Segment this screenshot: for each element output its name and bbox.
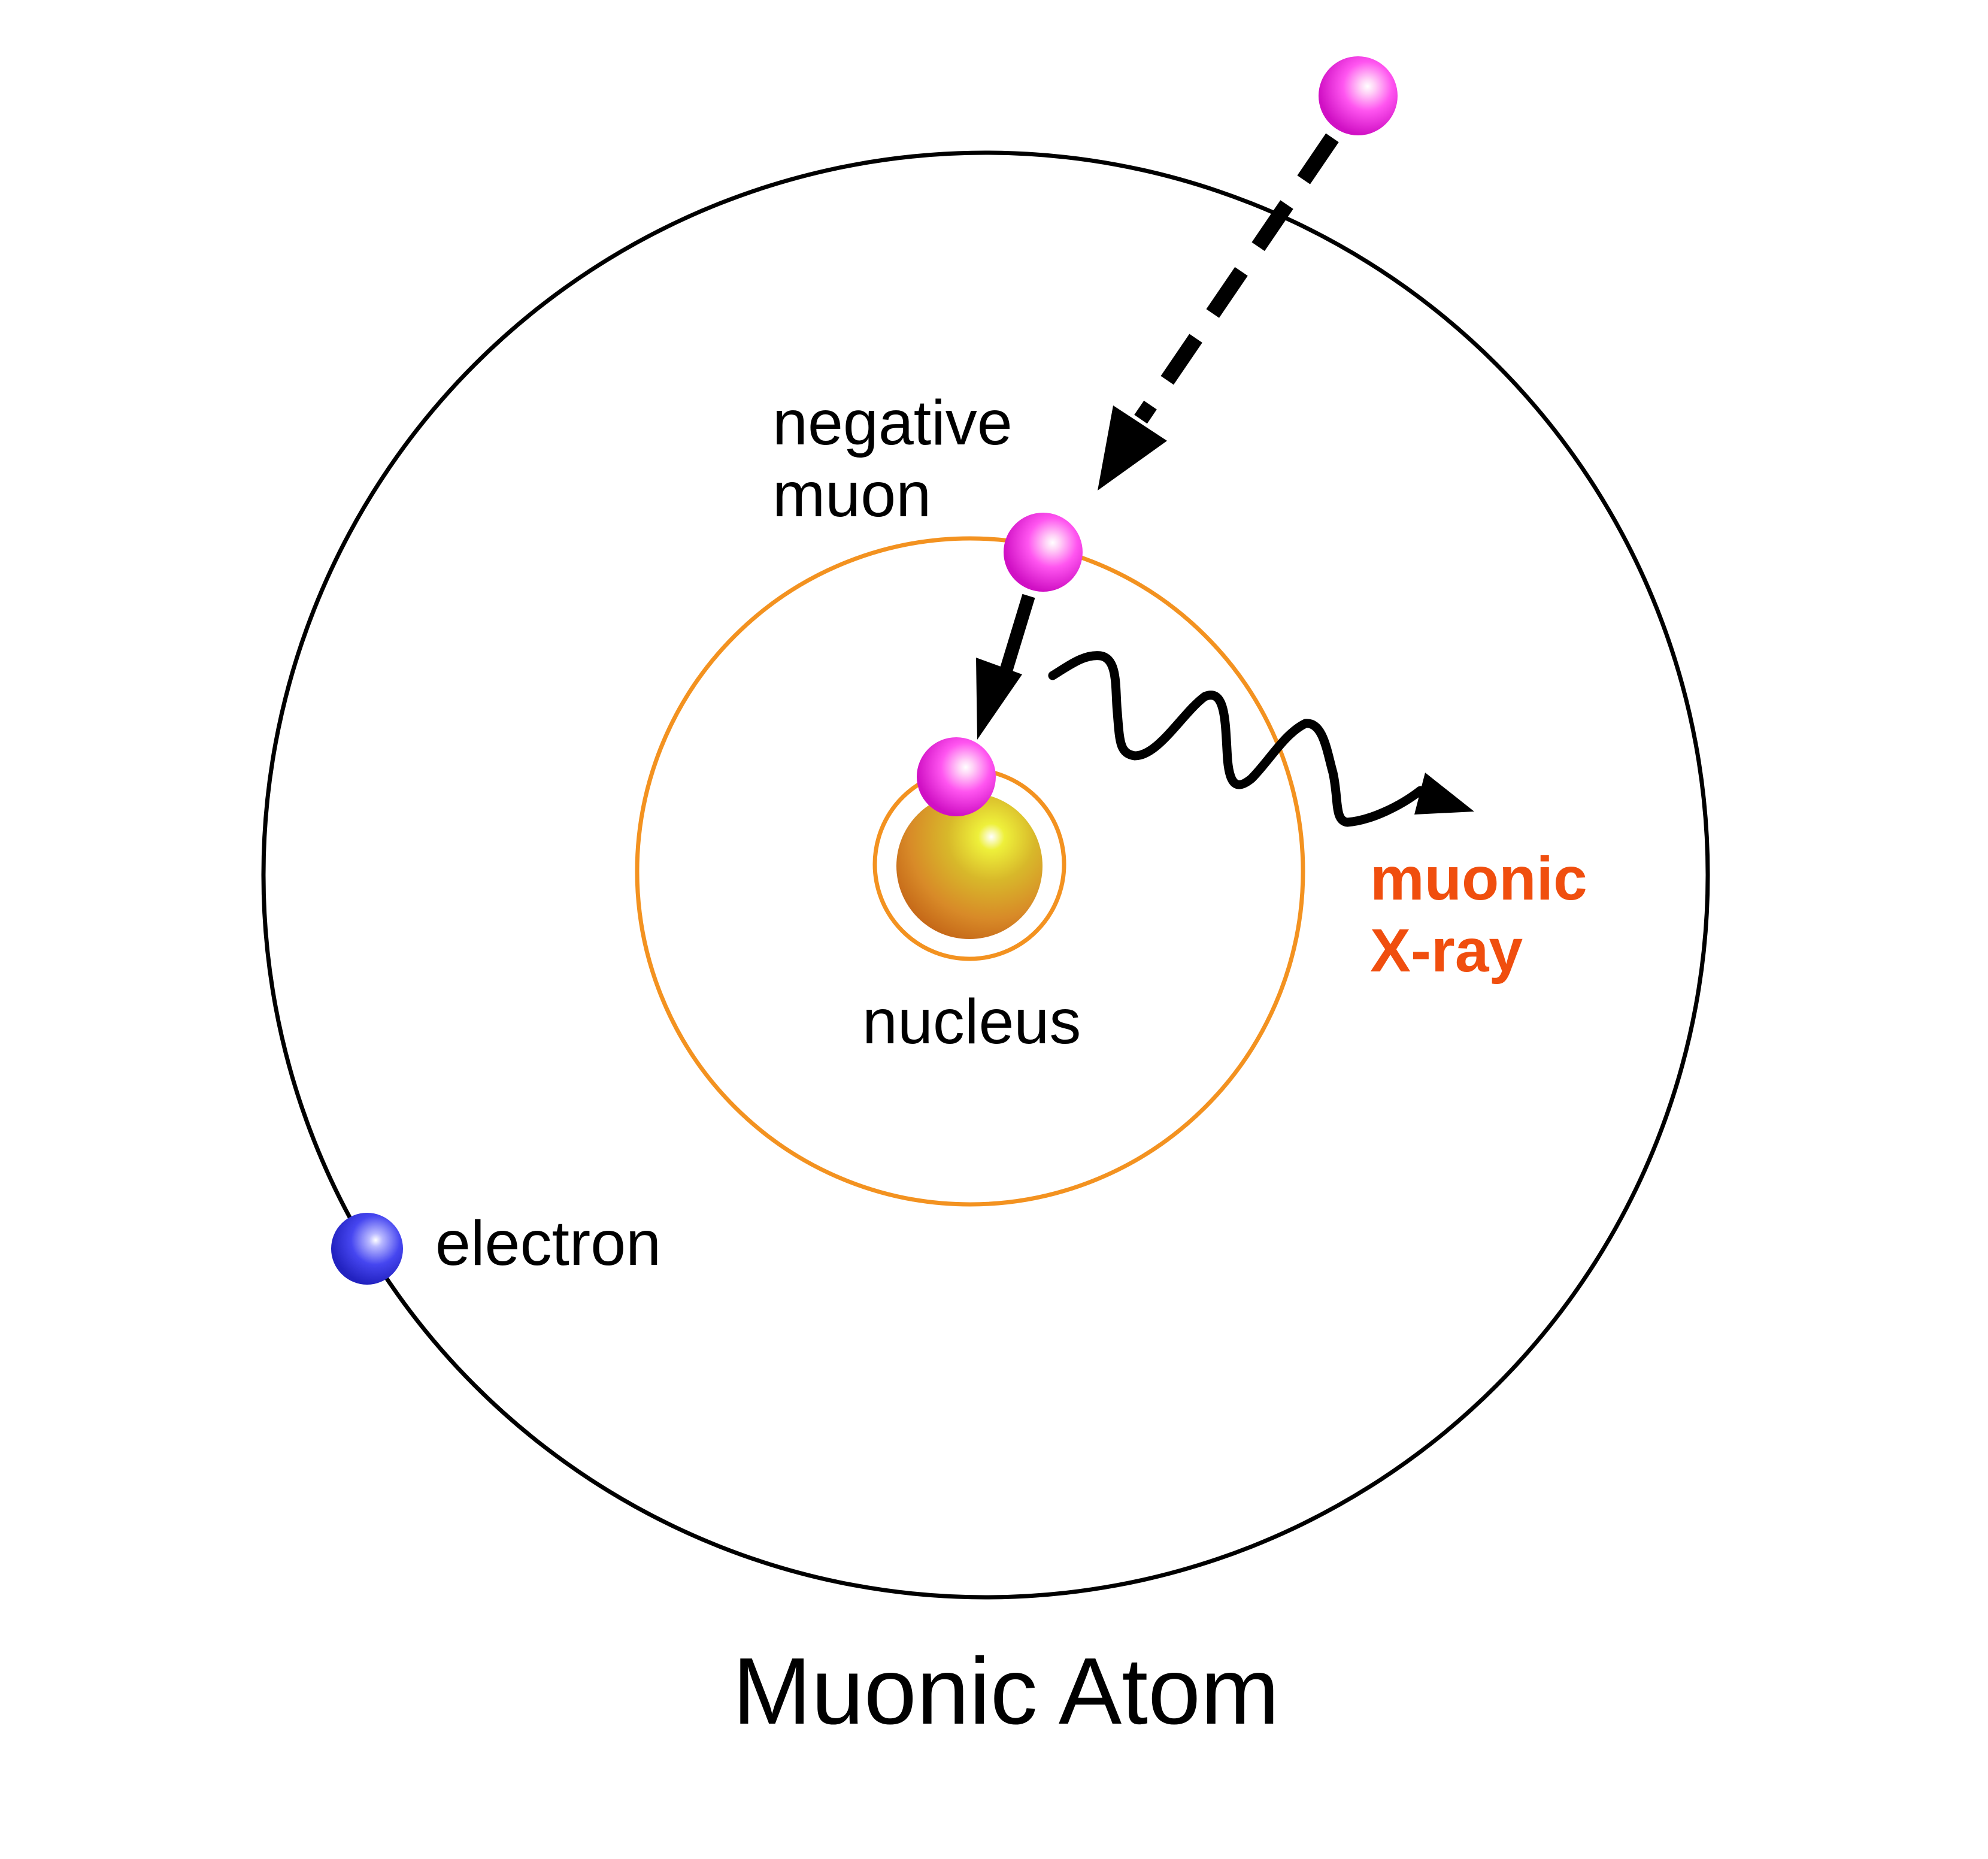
negative-muon-label-line2: muon <box>772 459 931 530</box>
electron-sphere <box>331 1213 403 1285</box>
diagram-title: Muonic Atom <box>732 1639 1279 1744</box>
incoming-muon <box>1319 56 1398 135</box>
muon-transition-arrow <box>976 594 1035 740</box>
muon-orbit <box>635 536 1305 1207</box>
electron-label: electron <box>435 1208 661 1279</box>
muonic-xray-label-line1: muonic <box>1370 844 1587 913</box>
incoming-muon-arrow <box>1098 133 1339 491</box>
outer-electron-orbit <box>261 150 1710 1600</box>
nucleus-sphere <box>896 793 1043 939</box>
nucleus-label: nucleus <box>862 986 1081 1057</box>
muonic-xray-label-line2: X-ray <box>1370 916 1523 985</box>
negative-muon-label-line1: negative <box>772 387 1013 458</box>
bound-muon <box>917 737 996 816</box>
orbiting-muon <box>1004 513 1083 592</box>
xray-wave-arrow <box>1048 651 1474 827</box>
